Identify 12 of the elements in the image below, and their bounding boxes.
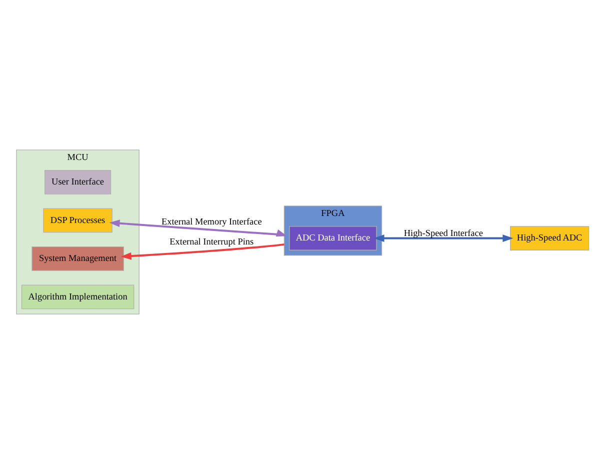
- edge-label: External Interrupt Pins: [170, 236, 254, 246]
- arrow: [109, 220, 288, 236]
- arrow: [374, 234, 514, 242]
- node-box: System Management: [32, 246, 124, 271]
- node-box: User Interface: [44, 170, 112, 194]
- edge-label: External Memory Interface: [161, 216, 262, 227]
- node-box: DSP Processes: [43, 208, 112, 233]
- arrow: [120, 243, 284, 260]
- node-box: ADC Data Interface: [289, 226, 377, 250]
- node-box: High-Speed ADC: [510, 226, 590, 250]
- edge-label: High-Speed Interface: [404, 228, 483, 238]
- node-box: Algorithm Implementation: [21, 284, 134, 310]
